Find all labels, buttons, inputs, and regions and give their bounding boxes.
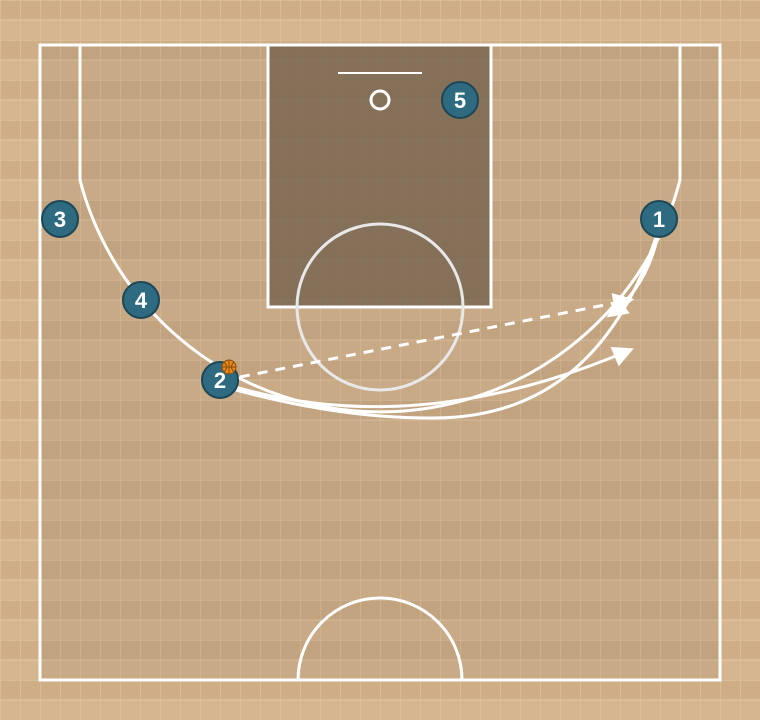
player-3[interactable]: 3 [41,200,79,238]
player-3-label: 3 [54,207,66,232]
player-5[interactable]: 5 [441,81,479,119]
basketball-icon [221,359,237,375]
player-1-label: 1 [653,207,665,232]
pass-2-to-1 [239,292,635,379]
hoop-icon [369,89,391,111]
court-boundary [38,43,722,682]
three-point-line [78,45,682,414]
cut-path-player-1 [235,224,662,420]
player-4-label: 4 [135,288,148,313]
center-circle [296,596,464,681]
player-1[interactable]: 1 [640,200,678,238]
free-throw-circle [295,222,465,392]
player-4[interactable]: 4 [122,281,160,319]
player-2-label: 2 [214,368,226,393]
player-5-label: 5 [454,88,466,113]
